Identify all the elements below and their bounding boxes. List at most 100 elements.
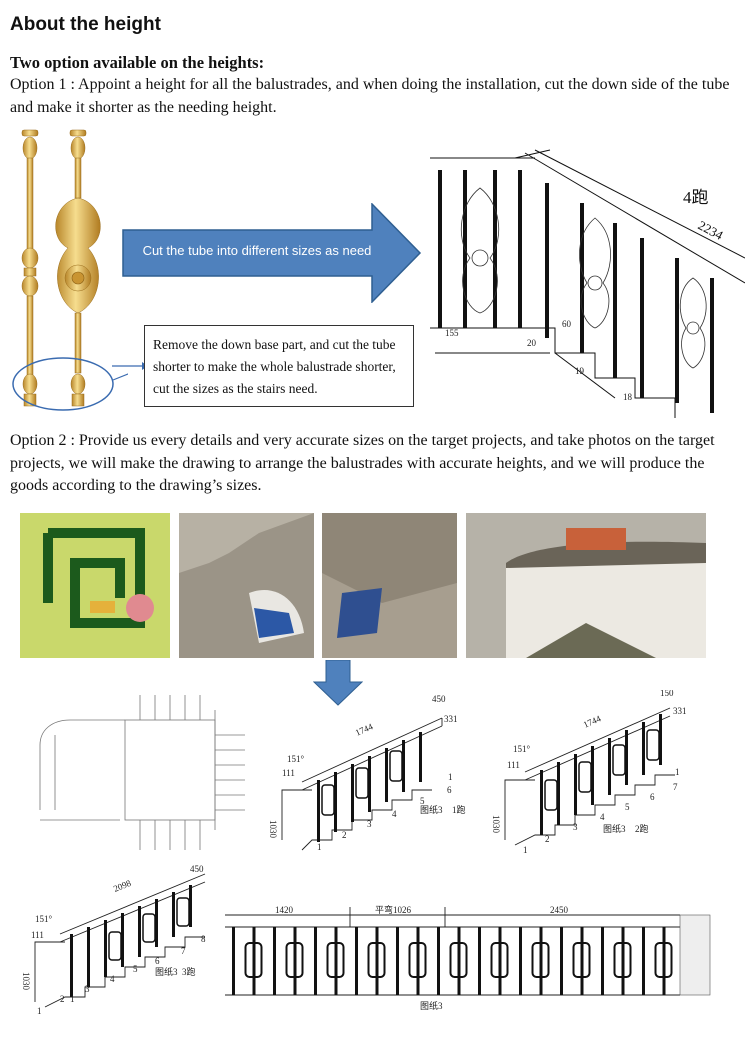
svg-text:3跑: 3跑 — [182, 966, 196, 977]
baluster — [355, 927, 358, 995]
baluster — [396, 927, 399, 995]
length-label: 2234 — [696, 217, 726, 243]
balustrade-drawing-1: 450 331 1744 151° 111 1030 图纸3 1跑 1 2 3 … — [268, 694, 466, 852]
balustrade-drawing-2: 150 331 1744 151° 111 1030 图纸3 2跑 2 3 4 … — [491, 690, 687, 855]
panel — [244, 942, 263, 978]
svg-text:2: 2 — [60, 994, 65, 1004]
svg-text:2: 2 — [545, 834, 550, 844]
panel — [654, 942, 673, 978]
baluster — [580, 927, 584, 995]
baluster — [519, 927, 522, 995]
svg-text:1: 1 — [37, 1006, 42, 1016]
baluster — [478, 927, 481, 995]
stairs-photo-1 — [179, 513, 314, 658]
svg-text:7: 7 — [181, 946, 186, 956]
svg-text:151°: 151° — [287, 754, 305, 764]
svg-text:1: 1 — [523, 845, 528, 855]
svg-text:图纸3: 图纸3 — [420, 1000, 443, 1011]
step-20: 20 — [527, 338, 537, 348]
panel — [326, 942, 345, 978]
svg-text:1: 1 — [317, 842, 322, 852]
svg-text:图纸3: 图纸3 — [603, 823, 626, 834]
svg-text:2跑: 2跑 — [635, 823, 649, 834]
svg-text:150: 150 — [660, 690, 674, 698]
highlight-ellipse — [12, 357, 114, 411]
svg-text:3: 3 — [573, 822, 578, 832]
svg-text:1030: 1030 — [491, 815, 501, 834]
baluster — [642, 927, 645, 995]
svg-text:1: 1 — [675, 767, 680, 777]
panel — [613, 942, 632, 978]
baluster — [662, 927, 666, 995]
svg-text:4: 4 — [110, 974, 115, 984]
baluster — [375, 927, 379, 995]
svg-text:1744: 1744 — [354, 721, 375, 738]
balustrade-drawing-3: 450 2098 151° 111 1030 图纸3 3跑 2 3 4 5 6 … — [21, 864, 206, 1016]
svg-text:2098: 2098 — [112, 878, 133, 894]
golden-balusters-image — [12, 129, 128, 411]
baluster — [539, 927, 543, 995]
svg-text:151°: 151° — [35, 914, 53, 924]
svg-text:8: 8 — [201, 934, 206, 944]
callout-box: Remove the down base part, and cut the t… — [144, 325, 414, 407]
svg-text:331: 331 — [444, 714, 458, 724]
svg-text:111: 111 — [31, 930, 44, 940]
svg-text:1030: 1030 — [268, 820, 278, 839]
baluster — [437, 927, 440, 995]
baluster — [293, 927, 297, 995]
balustrade-drawing-4: 1420 平弯1026 2450 图纸3 — [225, 905, 711, 1011]
svg-text:4: 4 — [392, 809, 397, 819]
big-arrow-icon — [122, 203, 422, 303]
page-title: About the height — [10, 14, 161, 35]
panel — [367, 942, 386, 978]
svg-text:1744: 1744 — [582, 713, 603, 730]
baluster — [232, 927, 235, 995]
baluster — [498, 927, 502, 995]
baluster — [273, 927, 276, 995]
panel — [572, 942, 591, 978]
down-arrow-icon — [313, 660, 363, 706]
baluster — [252, 927, 256, 995]
baluster — [601, 927, 604, 995]
svg-text:1跑: 1跑 — [452, 804, 466, 815]
svg-text:1: 1 — [448, 772, 453, 782]
baluster — [314, 927, 317, 995]
svg-text:2: 2 — [342, 830, 347, 840]
svg-text:5: 5 — [625, 802, 630, 812]
svg-text:6: 6 — [155, 956, 160, 966]
svg-text:6: 6 — [650, 792, 655, 802]
baluster — [334, 927, 338, 995]
option-2-text: Option 2 : Provide us every details and … — [10, 432, 715, 494]
svg-text:1420: 1420 — [275, 905, 294, 915]
panel — [285, 942, 304, 978]
svg-text:1: 1 — [70, 994, 75, 1004]
pointer-arrow-icon — [112, 362, 148, 370]
step-19: 19 — [575, 366, 585, 376]
svg-text:450: 450 — [190, 864, 204, 874]
svg-text:3: 3 — [85, 984, 90, 994]
panel — [531, 942, 550, 978]
svg-text:1030: 1030 — [21, 972, 31, 991]
subheading: Two option available on the heights: — [10, 53, 265, 72]
svg-text:111: 111 — [282, 768, 295, 778]
stairs-photo-2 — [322, 513, 457, 658]
svg-text:4: 4 — [600, 812, 605, 822]
baluster — [457, 927, 461, 995]
plan-drawing — [39, 695, 245, 850]
baluster — [560, 927, 563, 995]
arrow-label: Cut the tube into different sizes as nee… — [142, 243, 372, 258]
svg-text:450: 450 — [432, 694, 446, 704]
option-1-text: Option 1 : Appoint a height for all the … — [10, 76, 730, 116]
svg-text:3: 3 — [367, 819, 372, 829]
svg-text:5: 5 — [133, 964, 138, 974]
panel — [449, 942, 468, 978]
panel — [490, 942, 509, 978]
svg-text:2450: 2450 — [550, 905, 569, 915]
run-label: 4跑 — [683, 188, 709, 207]
svg-text:图纸3: 图纸3 — [420, 804, 443, 815]
panel — [408, 942, 427, 978]
stair-balustrade-drawing: 4跑 2234 155 60 20 19 18 — [430, 149, 745, 418]
svg-text:7: 7 — [673, 782, 678, 792]
svg-text:图纸3: 图纸3 — [155, 966, 178, 977]
svg-text:5: 5 — [420, 796, 425, 806]
